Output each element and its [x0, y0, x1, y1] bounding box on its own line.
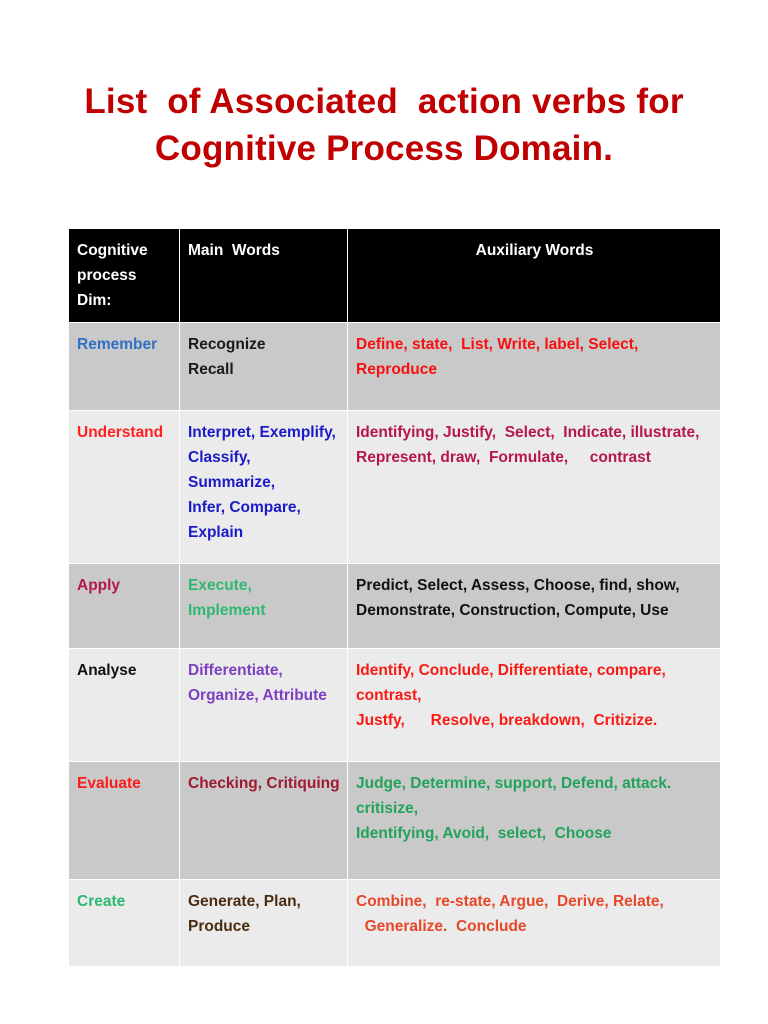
cell-auxiliary-words: Combine, re-state, Argue, Derive, Relate… [347, 879, 721, 967]
table-header-row: Cognitive process Dim: Main Words Auxili… [68, 228, 721, 323]
cell-auxiliary-words: Predict, Select, Assess, Choose, find, s… [347, 563, 721, 649]
cell-dimension: Evaluate [68, 761, 180, 880]
cell-main-words: Execute, Implement [179, 563, 348, 649]
table-row: Create Generate, Plan, Produce Combine, … [68, 879, 721, 967]
cell-auxiliary-words: Identifying, Justify, Select, Indicate, … [347, 410, 721, 564]
cell-dimension: Analyse [68, 648, 180, 762]
main-words-analyse: Differentiate, Organize, Attribute [188, 662, 327, 704]
auxiliary-words-understand: Identifying, Justify, Select, Indicate, … [356, 424, 700, 466]
auxiliary-words-remember: Define, state, List, Write, label, Selec… [356, 336, 639, 378]
main-words-create: Generate, Plan, Produce [188, 893, 301, 935]
table-row: Apply Execute, Implement Predict, Select… [68, 563, 721, 649]
main-words-remember: Recognize Recall [188, 336, 266, 378]
column-header-cognitive-process-dim-text: Cognitive process Dim: [77, 242, 148, 309]
column-header-main-words-text: Main Words [188, 242, 280, 259]
main-words-understand: Interpret, Exemplify, Classify, Summariz… [188, 424, 336, 541]
table-row: Analyse Differentiate, Organize, Attribu… [68, 648, 721, 762]
main-words-apply: Execute, Implement [188, 577, 266, 619]
column-header-auxiliary-words-text: Auxiliary Words [475, 242, 594, 259]
auxiliary-words-analyse: Identify, Conclude, Differentiate, compa… [356, 662, 666, 729]
dimension-label-evaluate: Evaluate [77, 775, 141, 792]
cell-main-words: Checking, Critiquing [179, 761, 348, 880]
column-header-main-words: Main Words [179, 228, 348, 323]
auxiliary-words-apply: Predict, Select, Assess, Choose, find, s… [356, 577, 680, 619]
cell-main-words: Interpret, Exemplify, Classify, Summariz… [179, 410, 348, 564]
cell-auxiliary-words: Judge, Determine, support, Defend, attac… [347, 761, 721, 880]
cell-main-words: Differentiate, Organize, Attribute [179, 648, 348, 762]
dimension-label-create: Create [77, 893, 126, 910]
title-line-1: List of Associated action verbs for [84, 82, 684, 121]
cell-main-words: Recognize Recall [179, 322, 348, 411]
dimension-label-understand: Understand [77, 424, 164, 441]
cell-dimension: Understand [68, 410, 180, 564]
main-words-evaluate: Checking, Critiquing [188, 775, 340, 792]
dimension-label-analyse: Analyse [77, 662, 137, 679]
cell-dimension: Remember [68, 322, 180, 411]
column-header-cognitive-process-dim: Cognitive process Dim: [68, 228, 180, 323]
cell-auxiliary-words: Identify, Conclude, Differentiate, compa… [347, 648, 721, 762]
table-header: Cognitive process Dim: Main Words Auxili… [68, 228, 721, 323]
dimension-label-apply: Apply [77, 577, 121, 594]
auxiliary-words-evaluate: Judge, Determine, support, Defend, attac… [356, 775, 672, 842]
table-row: Evaluate Checking, Critiquing Judge, Det… [68, 761, 721, 880]
cell-auxiliary-words: Define, state, List, Write, label, Selec… [347, 322, 721, 411]
dimension-label-remember: Remember [77, 336, 158, 353]
table-body: Remember Recognize Recall Define, state,… [68, 322, 721, 967]
cognitive-verbs-table: Cognitive process Dim: Main Words Auxili… [68, 228, 721, 967]
cell-main-words: Generate, Plan, Produce [179, 879, 348, 967]
auxiliary-words-create: Combine, re-state, Argue, Derive, Relate… [356, 893, 664, 935]
page-title: List of Associated action verbs for Cogn… [0, 78, 768, 172]
table-row: Remember Recognize Recall Define, state,… [68, 322, 721, 411]
cell-dimension: Apply [68, 563, 180, 649]
table-row: Understand Interpret, Exemplify, Classif… [68, 410, 721, 564]
cell-dimension: Create [68, 879, 180, 967]
column-header-auxiliary-words: Auxiliary Words [347, 228, 721, 323]
title-line-2: Cognitive Process Domain. [154, 129, 614, 168]
